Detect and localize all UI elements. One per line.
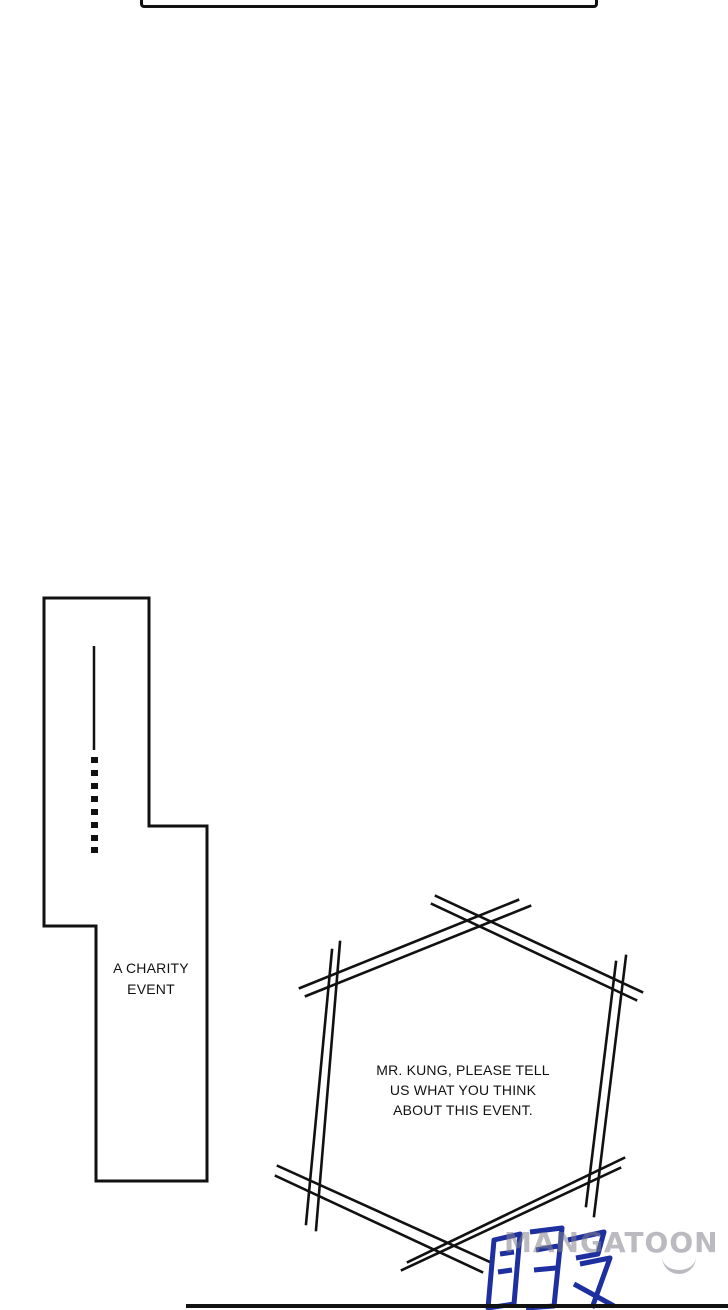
bottom-panel-border bbox=[186, 1304, 728, 1308]
caption-line-2: EVENT bbox=[127, 981, 175, 997]
caption-box-outline bbox=[42, 596, 209, 1183]
top-panel-border bbox=[140, 0, 598, 8]
caption-text: A CHARITY EVENT bbox=[98, 958, 204, 1000]
bubble-line-3: ABOUT THIS EVENT. bbox=[393, 1102, 533, 1118]
watermark-smile-icon bbox=[662, 1252, 696, 1274]
caption-line-1: A CHARITY bbox=[113, 960, 189, 976]
bubble-line-1: MR. KUNG, PLEASE TELL bbox=[376, 1062, 550, 1078]
speech-bubble-text: MR. KUNG, PLEASE TELL US WHAT YOU THINK … bbox=[340, 1060, 586, 1120]
bubble-line-2: US WHAT YOU THINK bbox=[389, 1082, 537, 1098]
ellipsis-dotted-line bbox=[91, 757, 98, 853]
hexagon-speech-bubble bbox=[274, 894, 644, 1274]
